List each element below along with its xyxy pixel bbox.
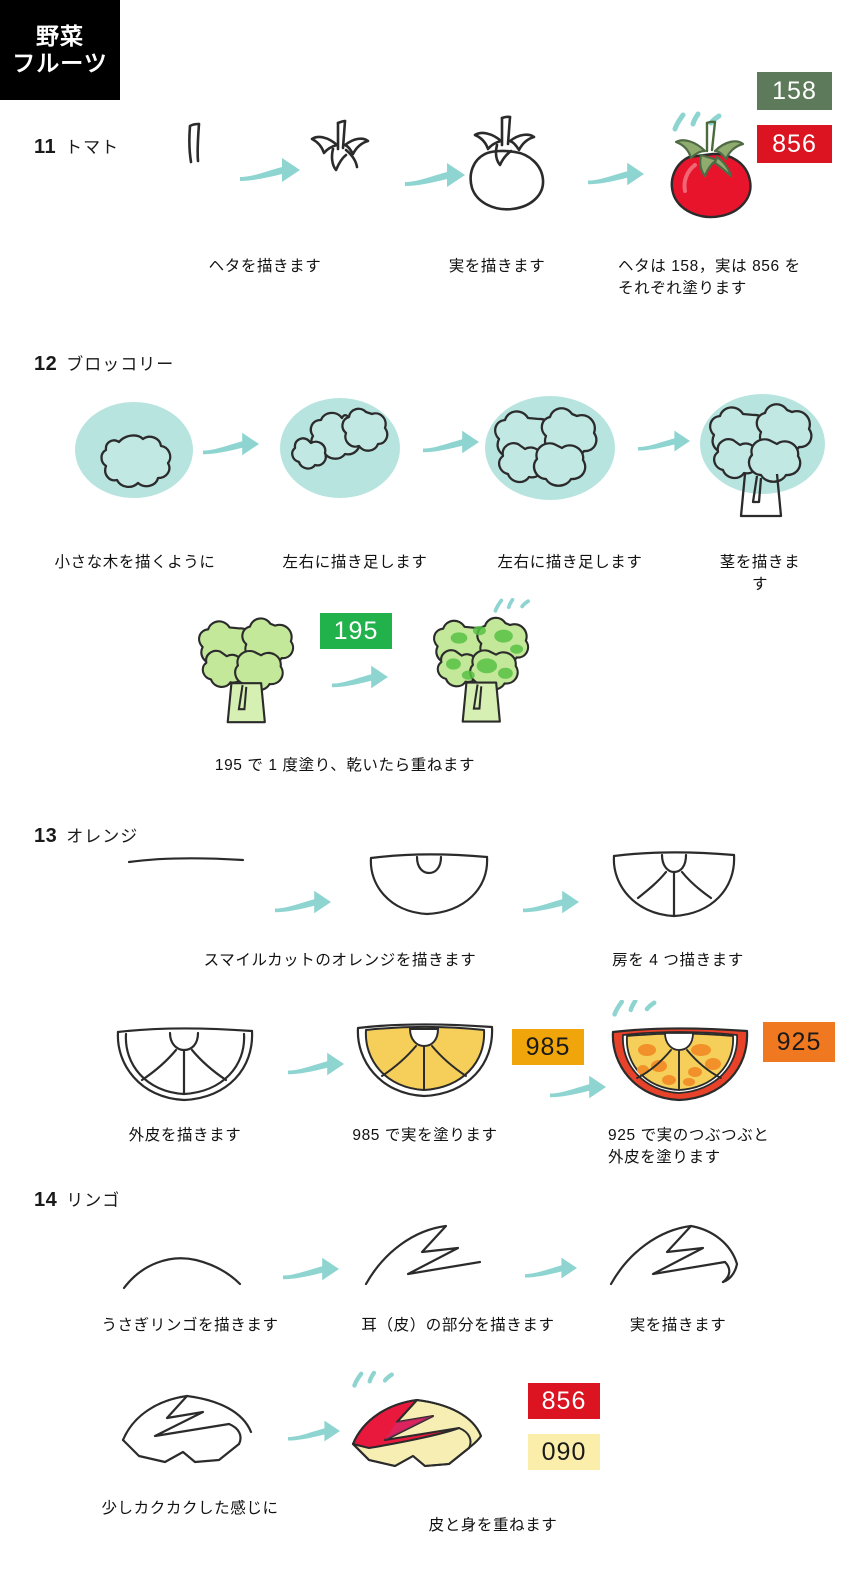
arrow-icon — [523, 890, 579, 914]
caption: 左右に描き足します — [497, 554, 643, 571]
arrow-icon — [275, 890, 331, 914]
tomato-step3-drawing — [469, 115, 545, 211]
broccoli-colored-dark-drawing — [433, 598, 530, 723]
section-number: 13 — [34, 825, 58, 847]
section-heading-11: 11 トマト — [34, 133, 119, 159]
section-number: 11 — [34, 136, 57, 158]
category-tab-line-1: 野菜 — [36, 23, 84, 49]
broccoli-step1-drawing — [100, 434, 172, 488]
section-heading-12: 12 ブロッコリー — [34, 350, 174, 376]
arrow-icon — [638, 430, 690, 452]
color-swatch-code: 856 — [772, 129, 817, 158]
color-swatch-code: 158 — [772, 76, 817, 105]
section-title: オレンジ — [66, 827, 139, 846]
color-swatch-856: 856 — [757, 125, 832, 163]
orange-step3-drawing — [612, 851, 736, 918]
caption: ヘタを描きます — [208, 258, 322, 275]
section-title: ブロッコリー — [66, 355, 175, 374]
caption: うさぎリンゴを描きます — [101, 1317, 279, 1334]
arrow-icon — [588, 162, 644, 186]
arrow-icon — [288, 1420, 340, 1442]
section-title: リンゴ — [66, 1191, 121, 1210]
color-swatch-856: 856 — [528, 1383, 600, 1419]
section-heading-13: 13 オレンジ — [34, 822, 138, 848]
color-swatch-code: 856 — [541, 1386, 587, 1415]
section-heading-14: 14 リンゴ — [34, 1186, 120, 1212]
arrow-icon — [203, 432, 259, 456]
caption: 左右に描き足します — [282, 554, 428, 571]
caption: 実を描きます — [448, 258, 546, 275]
caption: 房を 4 つ描きます — [612, 952, 744, 969]
color-swatch-158: 158 — [757, 72, 832, 110]
color-swatch-code: 925 — [776, 1027, 822, 1056]
orange-step1-drawing — [127, 857, 245, 864]
apple-colored-drawing — [351, 1370, 483, 1468]
arrow-icon — [240, 158, 300, 182]
color-swatch-code: 195 — [333, 616, 379, 645]
broccoli-colored-light-drawing — [198, 617, 295, 724]
category-tab-line-2: フルーツ — [12, 50, 108, 76]
tomato-final-drawing — [670, 105, 752, 219]
arrow-icon — [288, 1052, 344, 1076]
color-swatch-925: 925 — [763, 1022, 835, 1062]
section-number: 14 — [34, 1189, 58, 1211]
arrow-icon — [550, 1075, 606, 1099]
color-swatch-code: 090 — [541, 1437, 587, 1466]
orange-colored-985-drawing — [356, 1023, 494, 1098]
apple-step3-drawing — [609, 1224, 739, 1286]
tomato-step1-drawing — [188, 122, 201, 164]
arrow-icon — [283, 1257, 339, 1281]
apple-step1-drawing — [122, 1257, 242, 1290]
section-title: トマト — [65, 138, 120, 157]
category-tab: 野菜 フルーツ — [0, 0, 120, 100]
caption: 外皮を描きます — [128, 1127, 242, 1144]
color-swatch-195: 195 — [320, 613, 392, 649]
apple-step2-drawing — [364, 1224, 482, 1286]
caption: 皮と身を重ねます — [428, 1517, 558, 1534]
caption: 茎を描きます — [719, 554, 801, 594]
caption: 少しカクカクした感じに — [101, 1500, 279, 1517]
caption: 195 で 1 度塗り、乾いたら重ねます — [214, 757, 476, 774]
caption: 実を描きます — [629, 1317, 727, 1334]
caption: 小さな木を描くように — [54, 554, 216, 571]
broccoli-step3-drawing — [494, 407, 598, 487]
apple-step4-drawing — [121, 1394, 253, 1464]
arrow-icon — [332, 665, 388, 689]
section-number: 12 — [34, 353, 58, 375]
broccoli-step2-drawing — [291, 407, 389, 470]
caption: スマイルカットのオレンジを描きます — [203, 952, 477, 969]
color-swatch-code: 985 — [525, 1032, 571, 1061]
broccoli-step4-drawing — [709, 403, 813, 518]
tomato-step2-drawing — [310, 119, 370, 172]
caption: 925 で実のつぶつぶと 外皮を塗ります — [608, 1127, 770, 1167]
orange-step2-drawing — [369, 853, 489, 916]
arrow-icon — [423, 430, 479, 454]
caption: ヘタは 158，実は 856 を それぞれ塗ります — [618, 258, 801, 298]
color-swatch-090: 090 — [528, 1434, 600, 1470]
caption: 985 で実を塗ります — [352, 1127, 498, 1144]
color-swatch-985: 985 — [512, 1029, 584, 1065]
caption: 耳（皮）の部分を描きます — [361, 1317, 555, 1334]
orange-step4-drawing — [116, 1027, 254, 1102]
orange-colored-925-drawing — [611, 1000, 749, 1102]
arrow-icon — [525, 1257, 577, 1279]
